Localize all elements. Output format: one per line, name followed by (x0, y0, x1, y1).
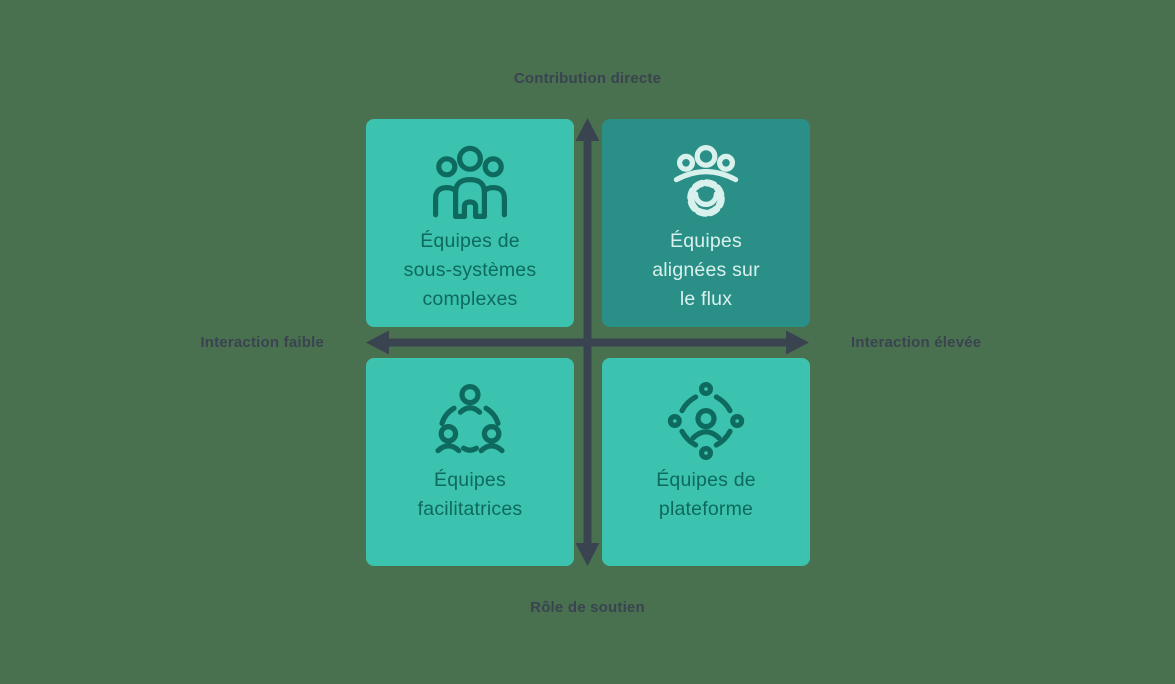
axis-label-right: Interaction élevée (851, 334, 982, 351)
team-gear-icon (666, 141, 746, 223)
team-group-icon (430, 141, 510, 223)
team-network-icon (666, 380, 746, 462)
axis-label-bottom: Rôle de soutien (530, 599, 645, 616)
team-circle-icon (430, 380, 510, 462)
axis-label-left: Interaction faible (200, 334, 324, 351)
axis-label-top: Contribution directe (513, 70, 662, 87)
